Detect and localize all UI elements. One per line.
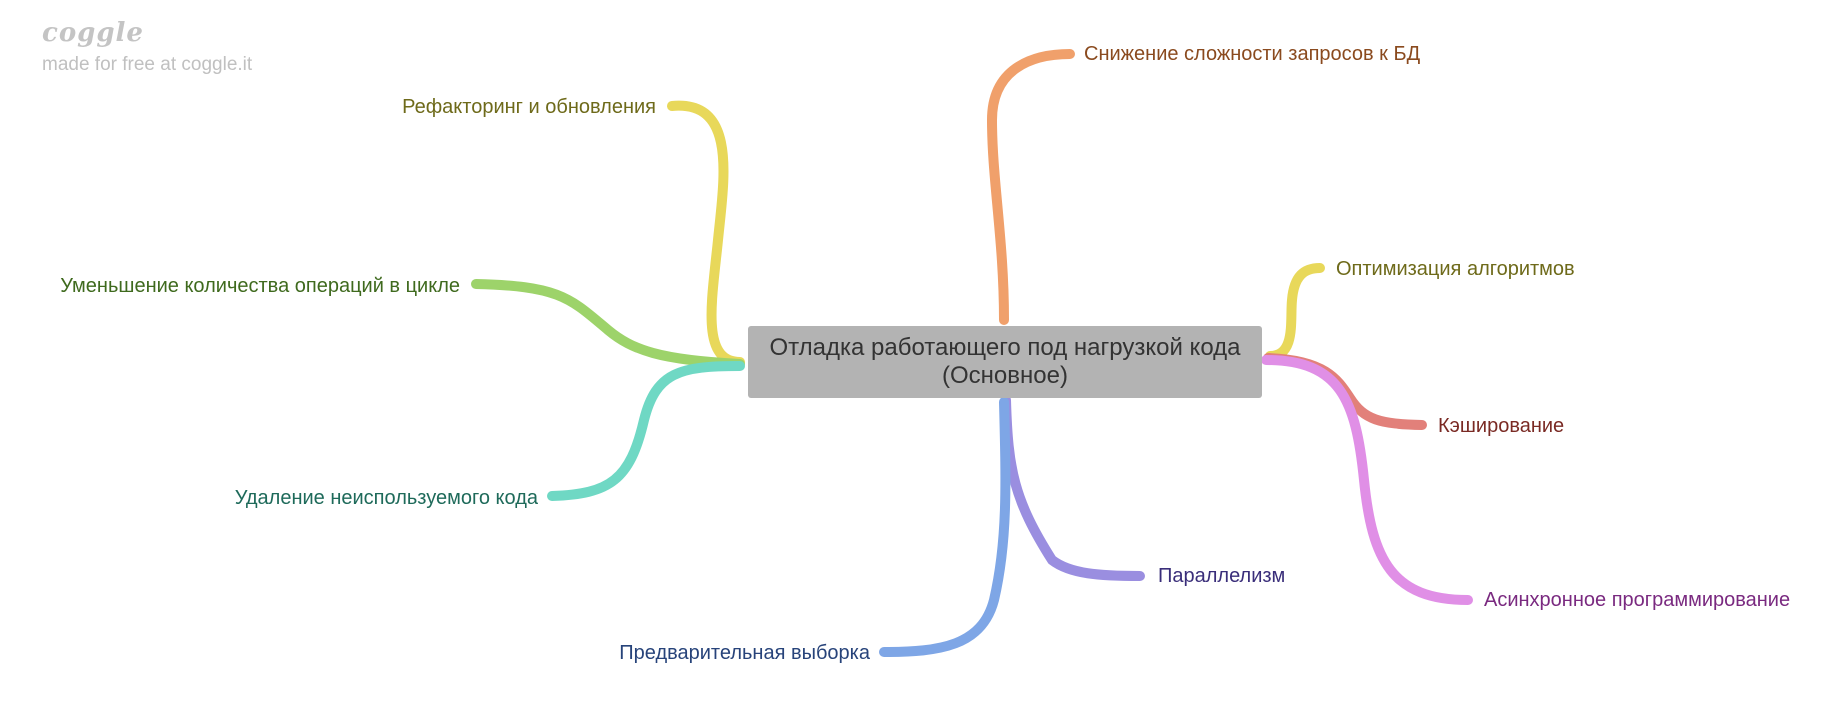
branch-label-db[interactable]: Снижение сложности запросов к БД bbox=[1084, 43, 1421, 65]
branch-line-async bbox=[1261, 355, 1473, 605]
branch-line-loop bbox=[471, 279, 745, 369]
branch-label-async[interactable]: Асинхронное программирование bbox=[1484, 589, 1791, 611]
branch-label-prefetch[interactable]: Предварительная выборка bbox=[619, 642, 870, 664]
branch-line-parallel bbox=[1001, 395, 1145, 581]
central-topic-node[interactable]: Отладка работающего под нагрузкой кода (… bbox=[748, 326, 1262, 398]
central-topic-line2: (Основное) bbox=[942, 362, 1068, 389]
watermark-subtitle: made for free at coggle.it bbox=[42, 54, 253, 75]
coggle-logo: coggle bbox=[42, 18, 144, 48]
branch-label-algo[interactable]: Оптимизация алгоритмов bbox=[1336, 258, 1575, 280]
watermark: coggle made for free at coggle.it bbox=[42, 18, 252, 76]
branch-label-parallel[interactable]: Параллелизм bbox=[1158, 565, 1286, 587]
branch-label-loop[interactable]: Уменьшение количества операций в цикле bbox=[60, 275, 460, 297]
branch-line-prefetch bbox=[879, 397, 1011, 657]
branch-label-cache[interactable]: Кэширование bbox=[1438, 415, 1565, 437]
central-topic-line1: Отладка работающего под нагрузкой кода bbox=[769, 334, 1241, 361]
branch-line-refactor bbox=[667, 100, 745, 367]
branch-line-db bbox=[986, 49, 1075, 325]
branch-line-algo bbox=[1265, 263, 1325, 361]
branch-line-unused bbox=[547, 361, 745, 501]
branch-label-refactor[interactable]: Рефакторинг и обновления bbox=[402, 96, 656, 118]
branch-label-unused[interactable]: Удаление неиспользуемого кода bbox=[234, 487, 538, 509]
